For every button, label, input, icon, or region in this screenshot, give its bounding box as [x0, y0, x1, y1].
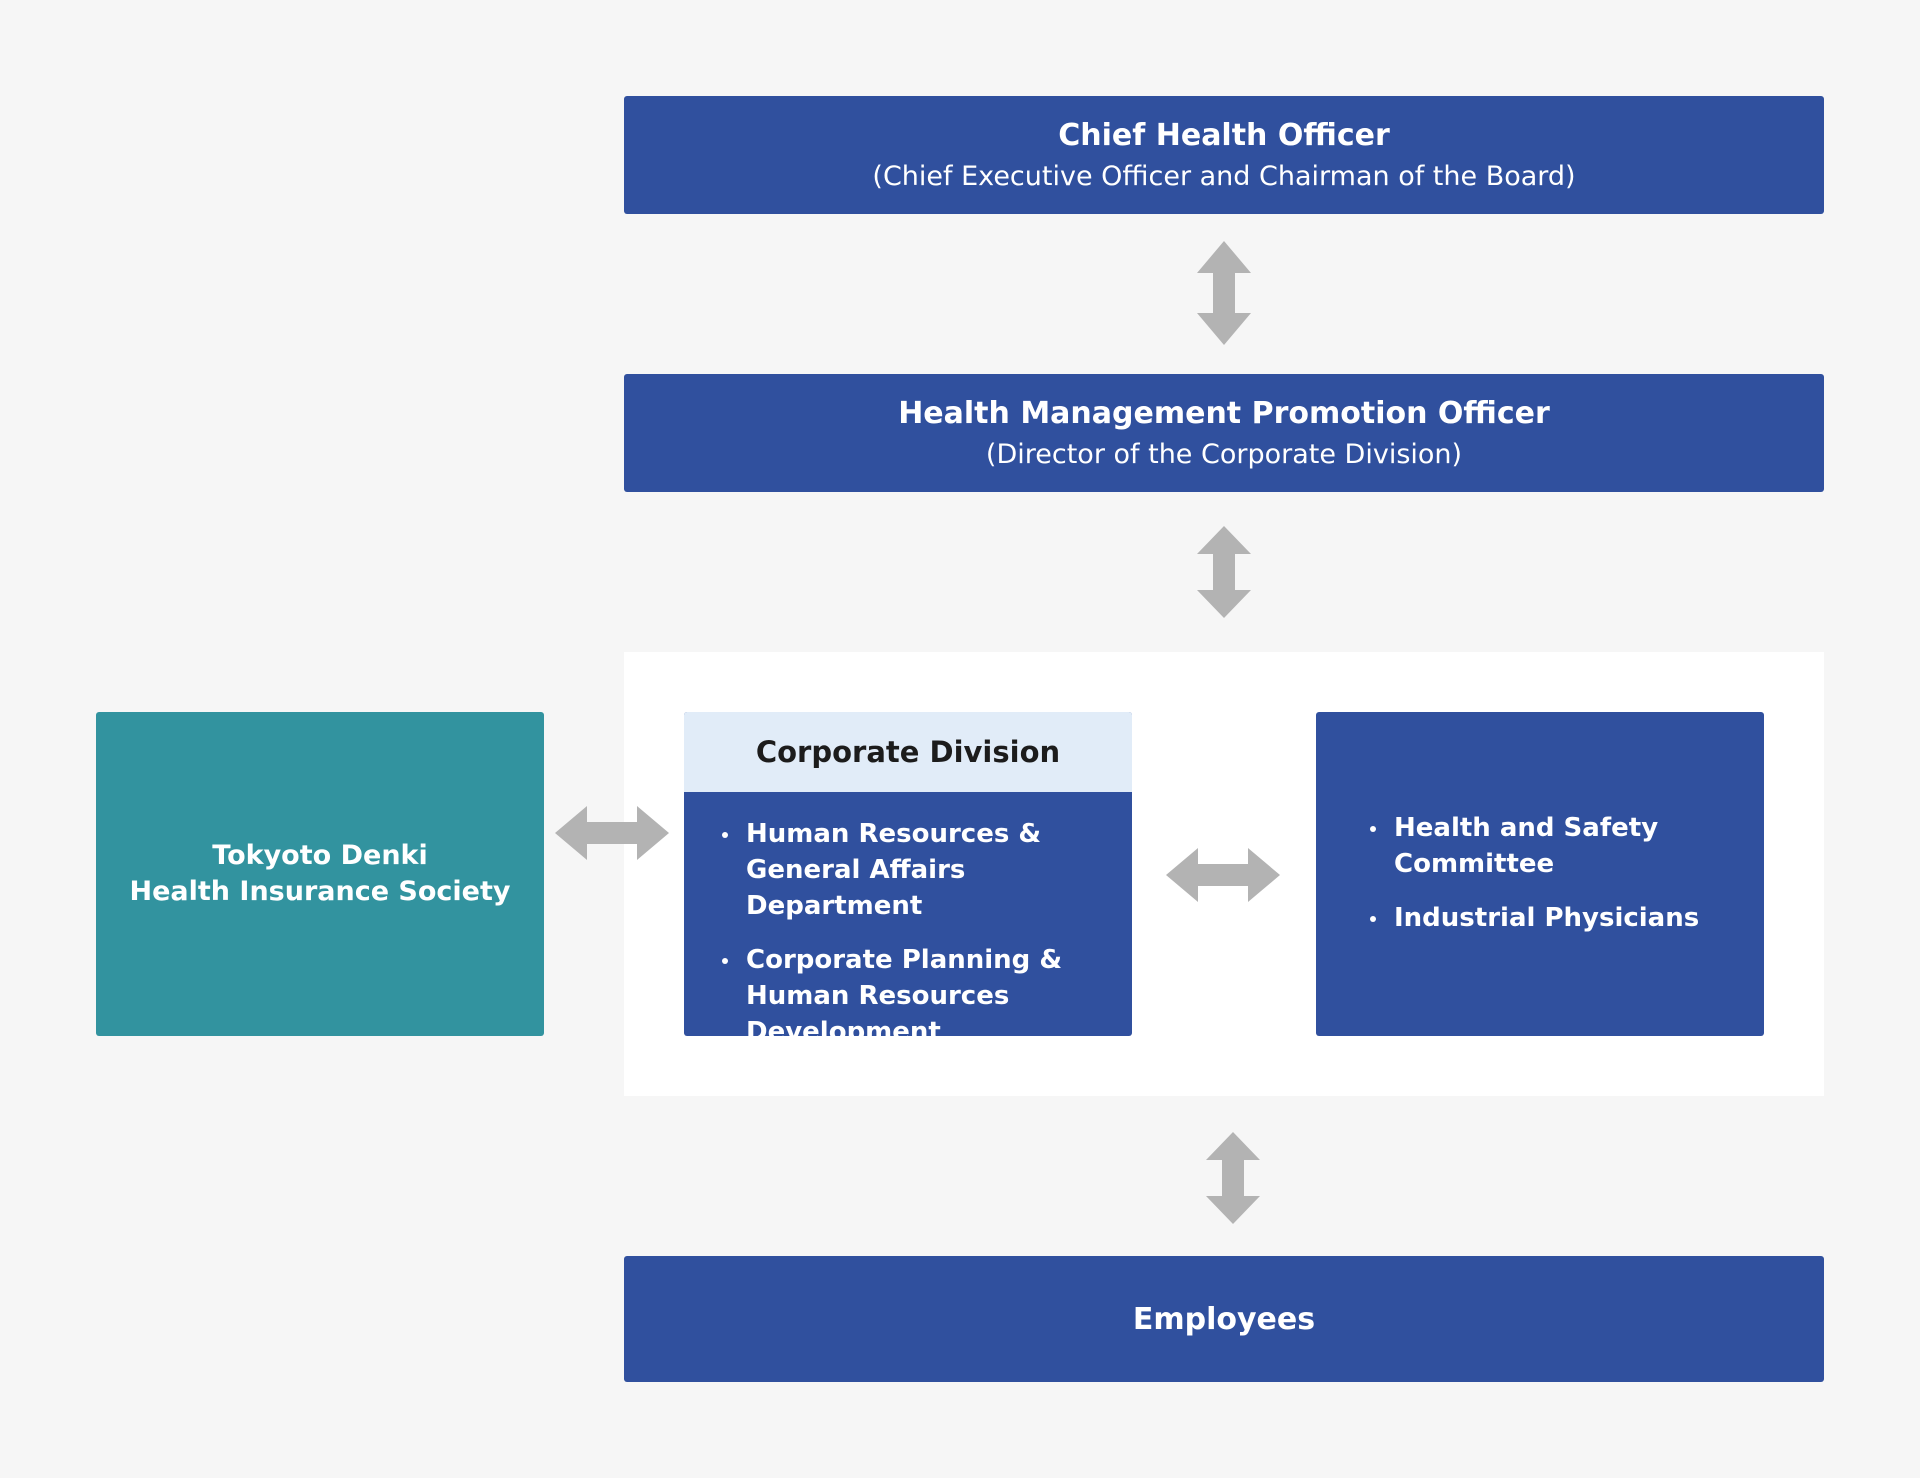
health-committee-box: Health and Safety Committee Industrial P…	[1316, 712, 1764, 1036]
insurance-society-line2: Health Insurance Society	[129, 876, 511, 907]
double-headed-horizontal-arrow-icon	[1166, 848, 1280, 902]
insurance-society-line1: Tokyoto Denki	[212, 839, 428, 871]
corporate-division-box: Corporate Division Human Resources & Gen…	[684, 712, 1132, 1036]
double-headed-vertical-arrow-icon	[1197, 526, 1251, 618]
health-insurance-society-box: Tokyoto Denki Health Insurance Society	[96, 712, 544, 1036]
list-item-line: Committee	[1394, 849, 1555, 879]
list-item-line: General Affairs Department	[746, 855, 966, 921]
committee-list: Health and Safety Committee Industrial P…	[1356, 810, 1744, 936]
list-item: Human Resources & General Affairs Depart…	[708, 816, 1112, 924]
list-item: Industrial Physicians	[1356, 900, 1744, 936]
list-item: Corporate Planning & Human Resources Dev…	[708, 942, 1112, 1036]
list-item-line: Human Resources	[746, 981, 1010, 1011]
chief-health-officer-box: Chief Health Officer (Chief Executive Of…	[624, 96, 1824, 214]
health-management-promotion-officer-box: Health Management Promotion Officer (Dir…	[624, 374, 1824, 492]
list-item: Health and Safety Committee	[1356, 810, 1744, 882]
double-headed-horizontal-arrow-icon	[555, 806, 669, 860]
list-item-line: Industrial Physicians	[1394, 903, 1700, 933]
double-headed-vertical-arrow-icon	[1197, 241, 1251, 345]
employees-label: Employees	[1132, 1301, 1316, 1337]
list-item-line: Development Department	[746, 1017, 941, 1036]
chief-health-officer-subtitle: (Chief Executive Officer and Chairman of…	[872, 160, 1576, 192]
list-item-line: Human Resources &	[746, 819, 1042, 849]
promotion-officer-subtitle: (Director of the Corporate Division)	[985, 438, 1463, 470]
corporate-division-list: Human Resources & General Affairs Depart…	[708, 816, 1112, 1036]
list-item-line: Corporate Planning &	[746, 945, 1063, 975]
list-item-line: Health and Safety	[1394, 813, 1659, 843]
employees-box: Employees	[624, 1256, 1824, 1382]
promotion-officer-title: Health Management Promotion Officer	[898, 395, 1550, 431]
chief-health-officer-title: Chief Health Officer	[1058, 117, 1390, 153]
corporate-division-title: Corporate Division	[684, 712, 1132, 792]
double-headed-vertical-arrow-icon	[1206, 1132, 1260, 1224]
